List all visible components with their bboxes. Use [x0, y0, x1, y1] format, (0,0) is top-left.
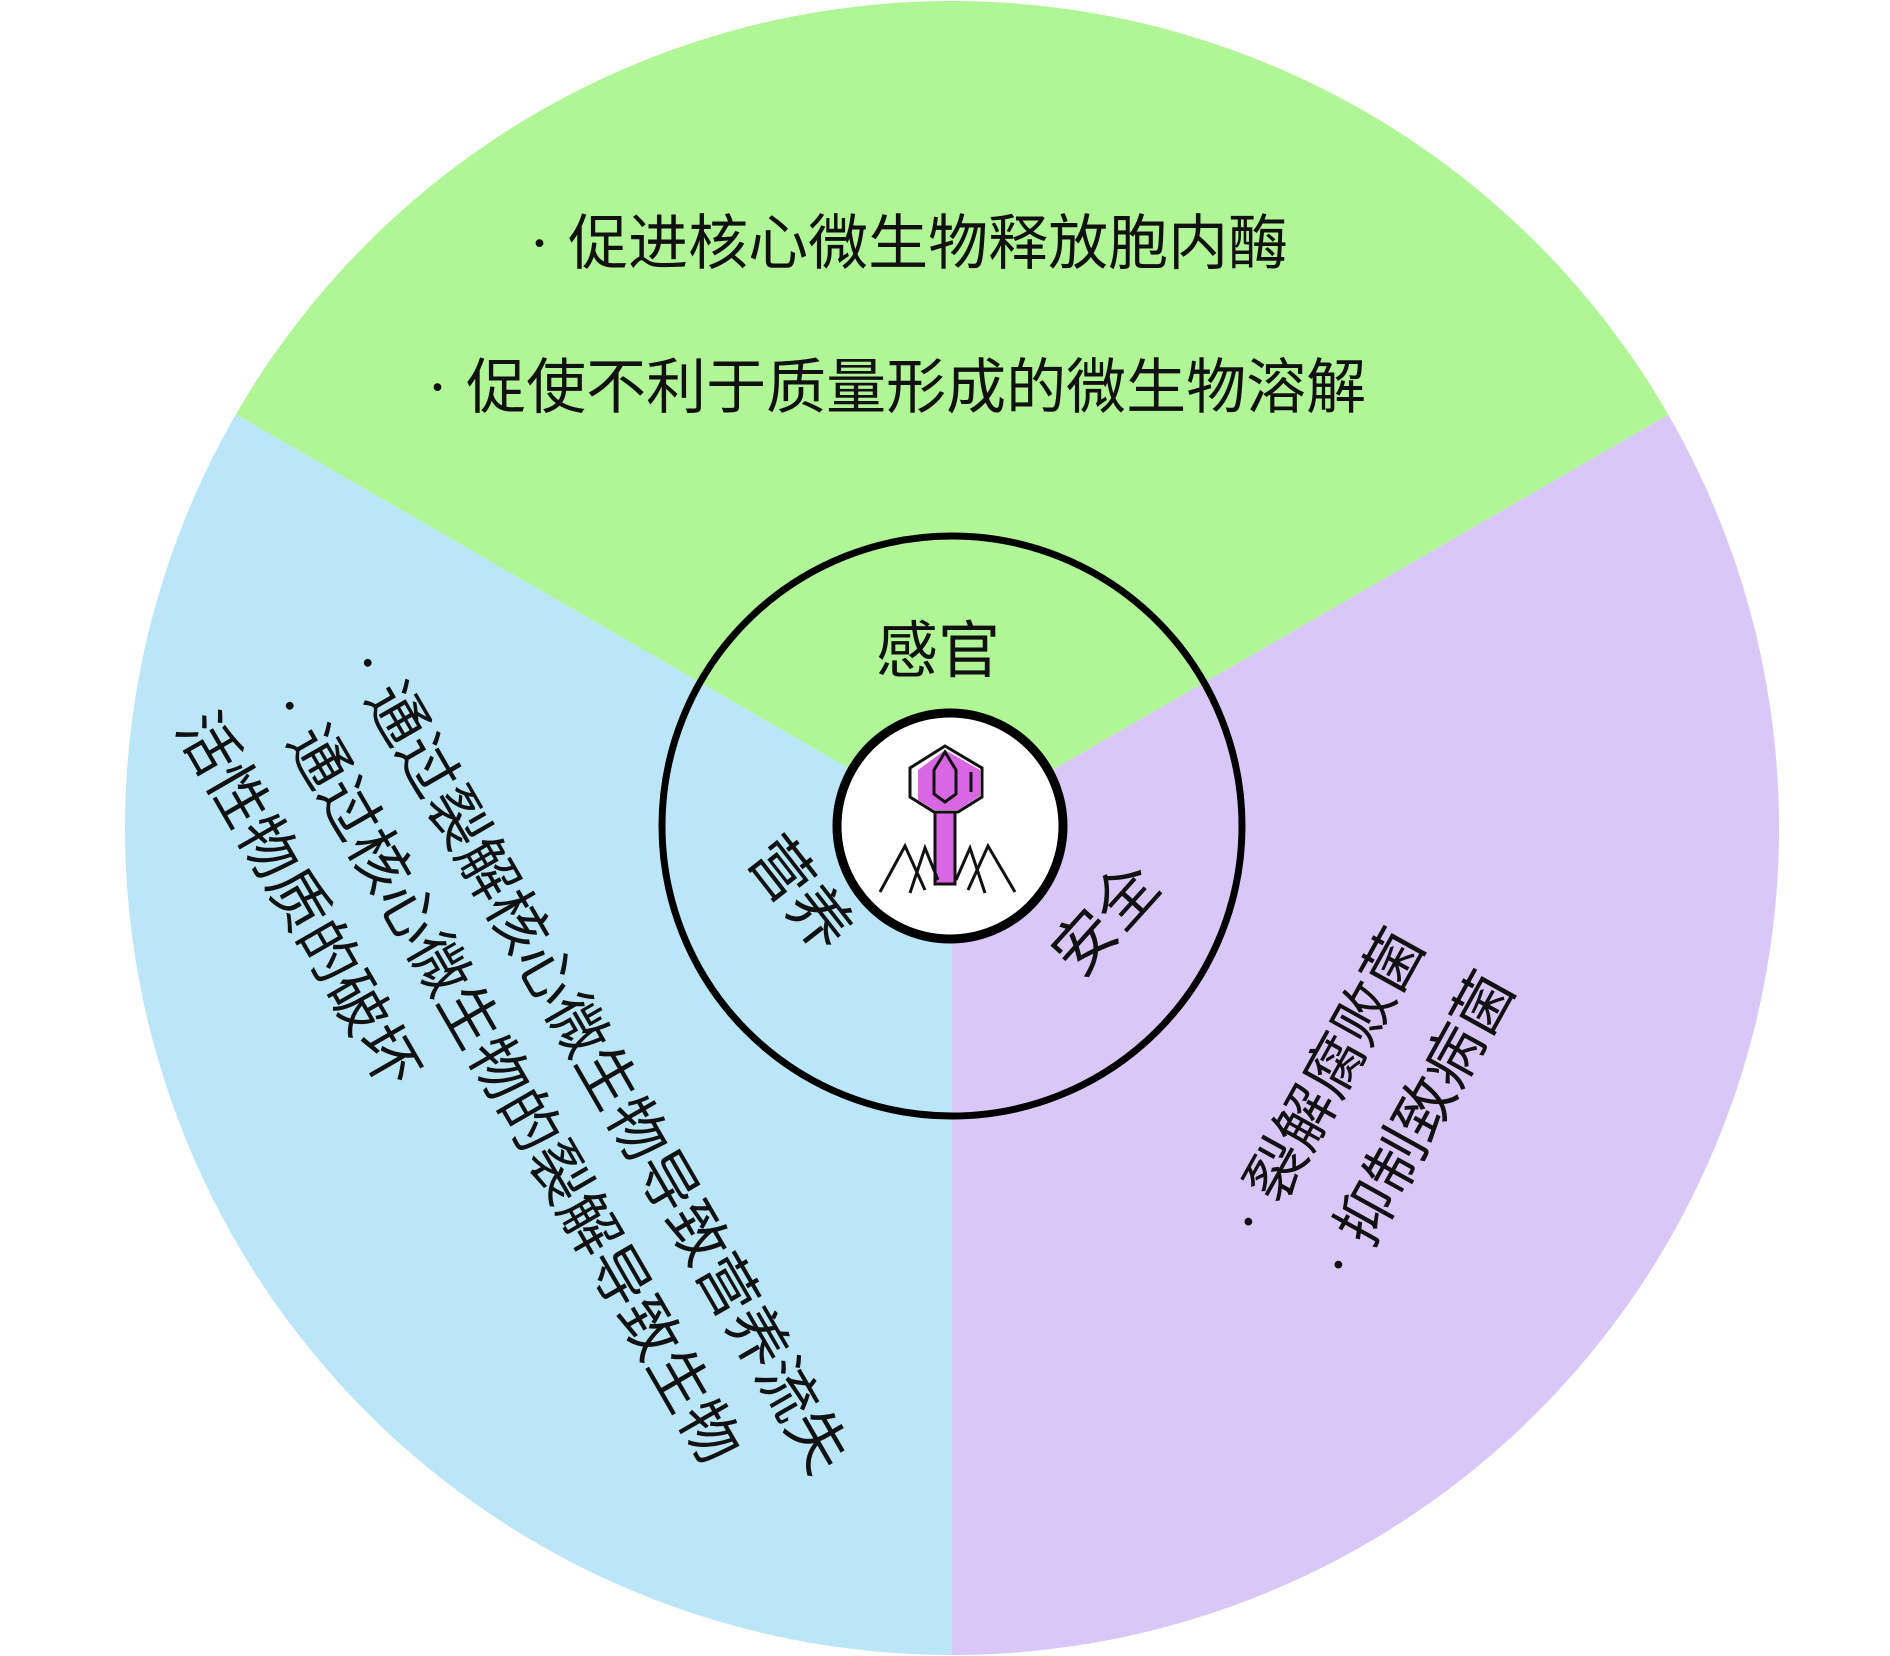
sensory-bullet-2: · 促使不利于质量形成的微生物溶解: [428, 353, 1366, 423]
sensory-bullets: · 促进核心微生物释放胞内酶 · 促使不利于质量形成的微生物溶解: [428, 209, 1366, 423]
sensory-bullet-1: · 促进核心微生物释放胞内酶: [530, 209, 1288, 279]
bacteriophage-icon: [878, 744, 1017, 894]
sensory-label: 感官: [876, 614, 1000, 687]
sector-sensory: [125, 1, 1779, 828]
inner-ring: [658, 532, 1246, 1120]
